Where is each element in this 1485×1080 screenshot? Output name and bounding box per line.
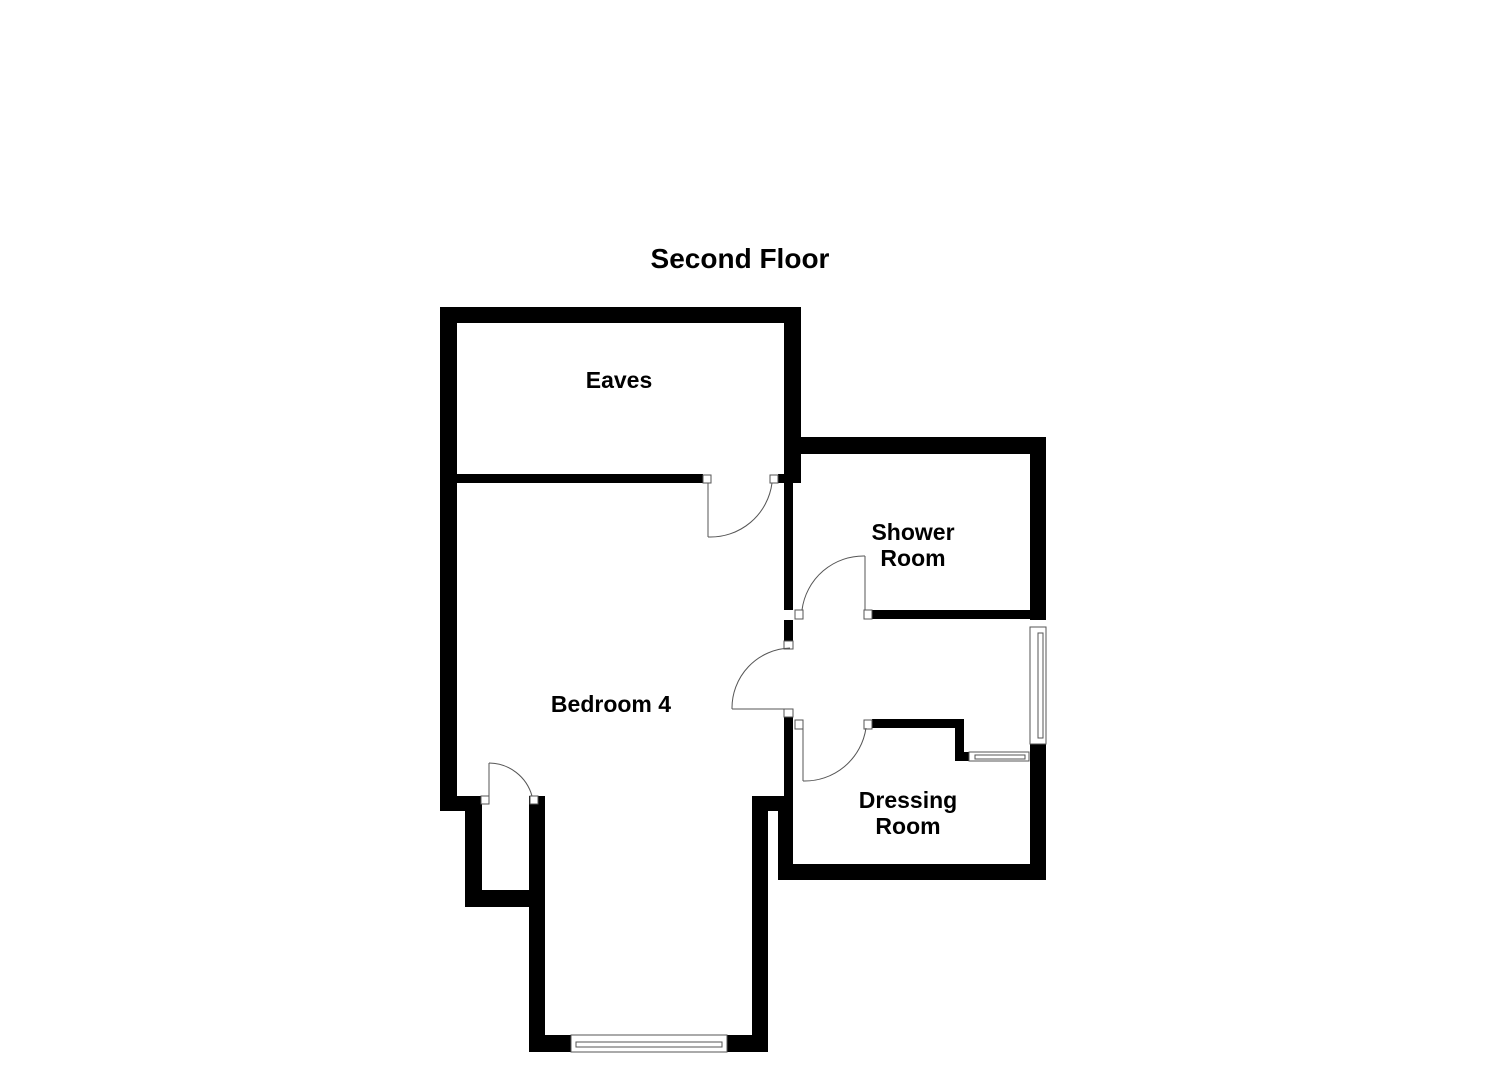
windows [570, 626, 1047, 1053]
room-label-shower-2: Room [880, 545, 945, 571]
floor-title: Second Floor [651, 243, 830, 274]
room-label-dressing-2: Room [875, 813, 940, 839]
walls [440, 307, 1046, 1052]
room-label-eaves: Eaves [586, 367, 653, 393]
room-label-dressing-1: Dressing [859, 787, 957, 813]
room-label-shower-1: Shower [871, 519, 954, 545]
doors [480, 474, 873, 805]
room-label-bedroom: Bedroom 4 [551, 691, 671, 717]
room-labels: Eaves Shower Room Bedroom 4 Dressing Roo… [551, 367, 957, 839]
